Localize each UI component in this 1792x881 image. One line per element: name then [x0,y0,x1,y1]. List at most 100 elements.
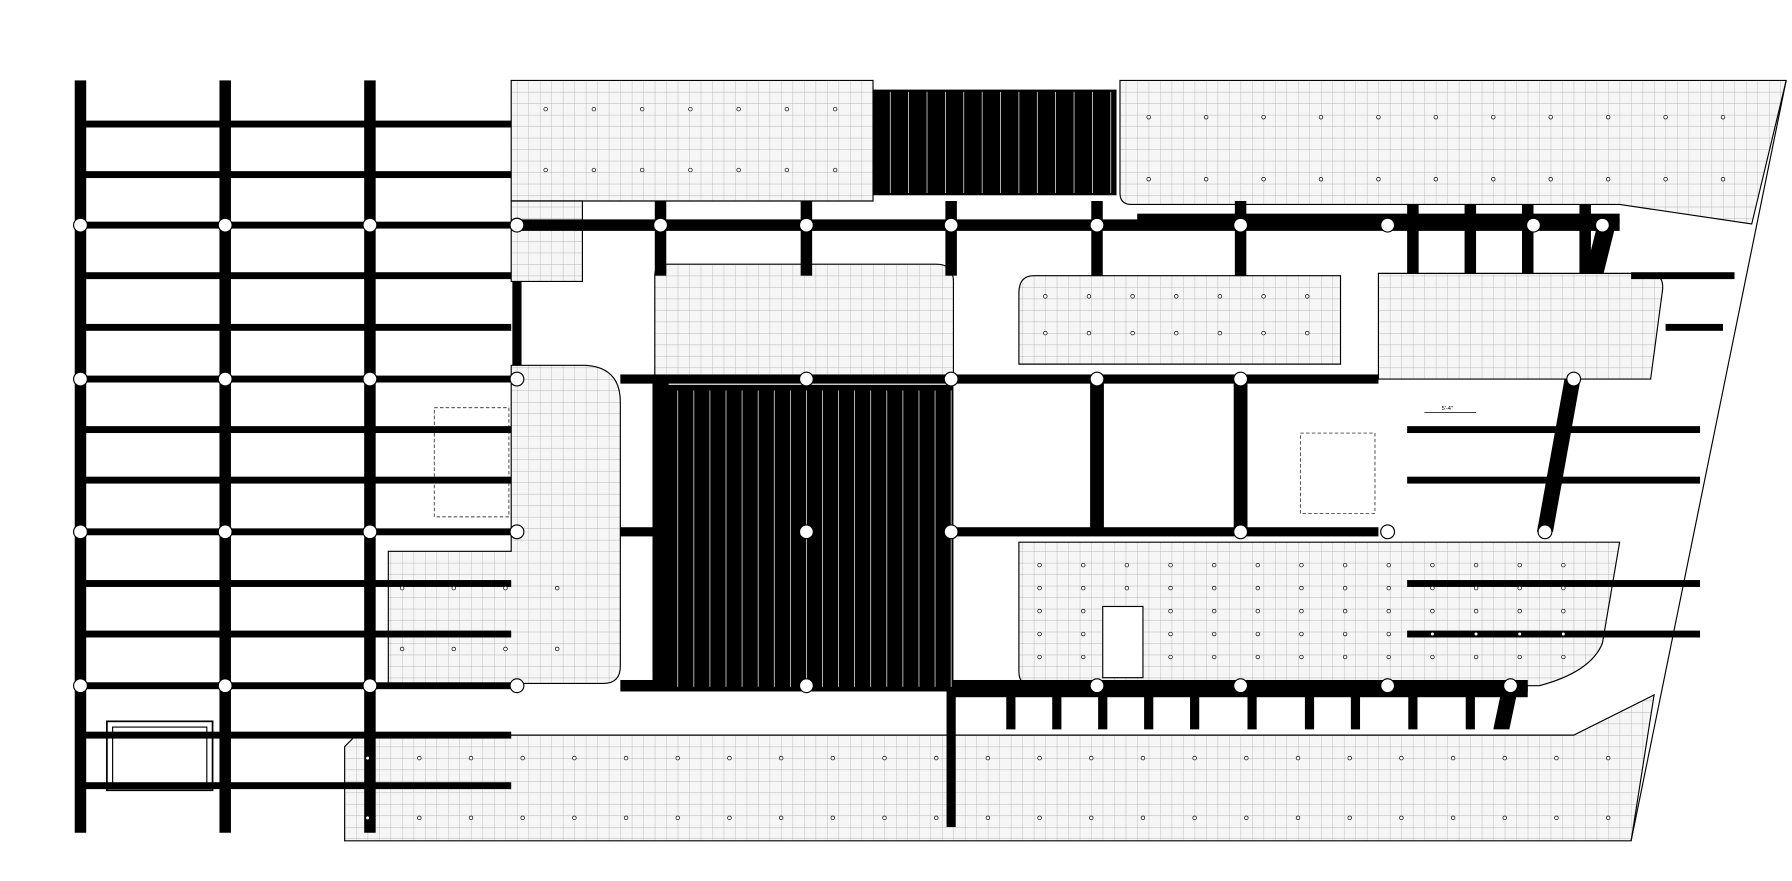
diagonal-beam [1493,685,1519,730]
diagonal-beam [1536,379,1581,532]
downlight [1347,755,1352,761]
downlight [1261,114,1266,120]
downlight [1376,177,1381,182]
downlight [1386,562,1391,568]
downlight [778,755,784,761]
column [1233,217,1249,233]
beam [80,272,512,280]
downlight [934,815,939,821]
downlight [591,106,597,112]
ceiling-panel [387,364,621,685]
downlight [554,646,560,652]
downlight [1255,608,1261,614]
downlight [1299,585,1304,591]
column [509,524,525,540]
downlight [1399,815,1404,821]
downlight [832,167,838,173]
downlight [1192,755,1197,761]
downlight [1561,608,1566,614]
downlight [1517,631,1522,637]
column [1380,524,1396,540]
downlight [688,167,693,173]
downlight [1473,562,1479,568]
downlight [1217,294,1223,299]
downlight [639,106,645,112]
column [1089,678,1105,694]
downlight [543,167,548,173]
beam [1091,201,1103,276]
beam [1006,689,1016,730]
downlight [623,755,629,761]
downlight [1430,608,1435,614]
facade-line [1630,80,1787,841]
downlight [1081,654,1086,660]
downlight [882,815,887,821]
downlight [1561,562,1566,568]
downlight [399,585,405,591]
downlight [572,815,577,821]
dashed-outline [433,407,510,518]
downlight [1605,177,1611,182]
downlight [830,815,836,821]
downlight [1554,755,1559,761]
downlight [1255,585,1261,591]
downlight [1450,755,1456,761]
downlight [365,755,370,761]
downlight [1255,562,1261,568]
column [1233,371,1249,387]
downlight [417,755,422,761]
downlight [365,815,370,821]
downlight [1491,114,1496,120]
column [1594,217,1610,233]
downlight [736,167,741,173]
downlight [1473,654,1479,660]
downlight [1299,608,1304,614]
downlight [1605,815,1611,821]
beam [219,80,231,833]
ceiling-panel [1018,541,1621,687]
column [73,678,88,694]
downlight [591,167,597,173]
downlight [1211,585,1217,591]
downlight [451,585,456,591]
downlight [1720,177,1726,182]
ceiling-panel [1018,275,1342,365]
beam [1350,689,1361,730]
column [1566,371,1582,387]
annotations: 5'-4" [106,406,1477,792]
downlight [1037,585,1042,591]
downlight [1299,631,1304,637]
column [217,524,233,540]
beam [80,171,512,179]
downlight [1720,114,1726,120]
downlight [1663,114,1668,120]
downlight [1399,755,1404,761]
beam [80,476,512,484]
column [798,217,814,233]
beam [512,281,522,366]
downlight [1342,608,1348,614]
downlight [1663,177,1668,182]
downlight [1342,562,1348,568]
downlight [1342,654,1348,660]
dashed-outline [1299,432,1376,514]
downlight [688,106,693,112]
downlight [1203,114,1209,120]
column [509,678,525,694]
column [798,524,814,540]
downlight [1342,631,1348,637]
downlight [623,815,629,821]
ceiling-panel [344,693,1655,842]
downlight [1081,631,1086,637]
downlight [417,815,422,821]
downlight [1211,562,1217,568]
downlight [1124,585,1130,591]
downlight [1473,585,1479,591]
downlight [1086,330,1092,336]
column [798,371,814,387]
downlight [1502,755,1507,761]
beam [1665,323,1724,331]
downlight [1168,608,1173,614]
downlight [778,815,784,821]
downlight [1244,755,1249,761]
